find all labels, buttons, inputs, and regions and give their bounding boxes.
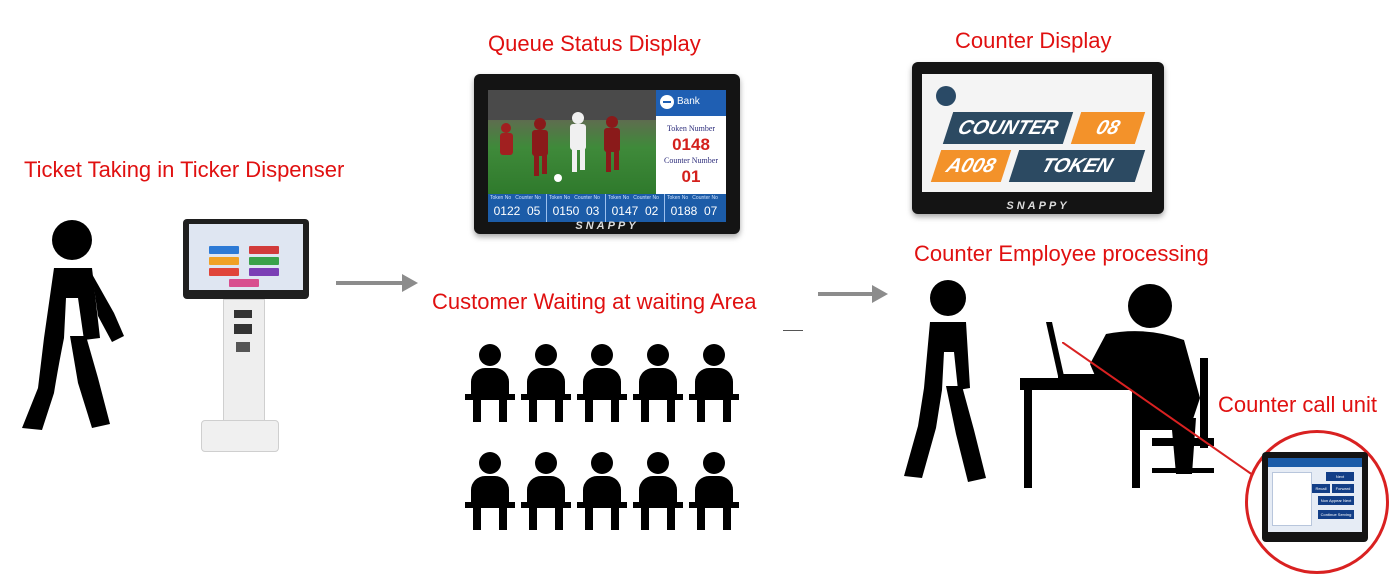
counter-display-monitor: COUNTER 08 A008 TOKEN SNAPPY: [912, 62, 1164, 214]
token-number-label: Token Number: [666, 124, 716, 133]
caption-customer-waiting: Customer Waiting at waiting Area: [432, 289, 757, 314]
kiosk-button[interactable]: [209, 268, 239, 276]
token-value-tile: A008: [930, 150, 1012, 182]
queue-status-screen: Bank Token Number 0148 Counter Number 01…: [488, 90, 726, 222]
call-unit-screen: Next Recall Forward Non Appear Next Cont…: [1268, 458, 1362, 532]
seated-person-icon: [577, 452, 629, 532]
seated-person-icon: [689, 344, 741, 424]
flow-arrow-2: [818, 292, 874, 296]
token-list: Token No Counter No 0122 05 Token No Cou…: [488, 194, 726, 222]
counter-number-label: Counter Number: [664, 156, 718, 165]
kiosk-button[interactable]: [209, 246, 239, 254]
non-appear-next-button[interactable]: Non Appear Next: [1318, 496, 1354, 505]
counter-label-tile: COUNTER: [942, 112, 1074, 144]
token-number-value: 0148: [672, 135, 710, 154]
brand-logo: SNAPPY: [1006, 200, 1070, 212]
caption-counter-display: Counter Display: [955, 28, 1112, 53]
printer-slot: [236, 342, 250, 352]
counter-number-value: 01: [681, 167, 701, 186]
call-unit-header: [1268, 458, 1362, 467]
kiosk-base: [201, 420, 279, 452]
kiosk-button[interactable]: [249, 257, 279, 265]
brand-logo: SNAPPY: [575, 220, 639, 232]
connector-line: [1061, 341, 1262, 482]
continue-serving-button[interactable]: Continue Serving: [1318, 510, 1354, 519]
seated-person-icon: [465, 452, 517, 532]
bank-label: Bank: [677, 96, 700, 107]
counter-display-screen: COUNTER 08 A008 TOKEN: [922, 74, 1152, 192]
counter-value-tile: 08: [1070, 112, 1146, 144]
bank-header: Bank: [656, 90, 726, 116]
token-cell: Token No Counter No 0147 02: [606, 194, 665, 222]
arrow-head-icon: [402, 274, 418, 292]
divider: [783, 330, 803, 331]
seated-person-icon: [465, 344, 517, 424]
card-reader: [234, 324, 252, 334]
kiosk-screen: [183, 219, 309, 299]
caption-queue-status: Queue Status Display: [488, 31, 701, 56]
seated-person-icon: [521, 452, 573, 532]
caption-counter-employee: Counter Employee processing: [914, 241, 1209, 266]
counter-scene: [900, 278, 1220, 490]
flow-arrow-1: [336, 281, 404, 285]
snappy-logo-icon: [936, 86, 956, 106]
seated-person-icon: [633, 344, 685, 424]
token-panel: Bank Token Number 0148 Counter Number 01: [656, 90, 726, 194]
caption-ticket-taking: Ticket Taking in Ticker Dispenser: [24, 157, 345, 182]
serving-token-area: [1272, 472, 1312, 526]
seated-person-icon: [633, 452, 685, 532]
counter-call-unit: Next Recall Forward Non Appear Next Cont…: [1262, 452, 1368, 542]
ticket-slot: [234, 310, 252, 318]
seated-person-icon: [689, 452, 741, 532]
kiosk-display[interactable]: [189, 224, 303, 290]
token-cell: Token No Counter No 0188 07: [667, 195, 718, 218]
kiosk-button[interactable]: [249, 268, 279, 276]
token-label-tile: TOKEN: [1008, 150, 1146, 182]
arrow-head-icon: [872, 285, 888, 303]
token-cell: Token No Counter No 0150 03: [547, 194, 606, 222]
recall-button[interactable]: Recall: [1312, 484, 1330, 493]
seated-person-icon: [577, 344, 629, 424]
kiosk-stand: [223, 299, 265, 427]
bank-logo-icon: [660, 95, 674, 109]
forward-button[interactable]: Forward: [1332, 484, 1354, 493]
queue-status-monitor: Bank Token Number 0148 Counter Number 01…: [474, 74, 740, 234]
kiosk-button[interactable]: [249, 246, 279, 254]
kiosk-button[interactable]: [229, 279, 259, 287]
walking-person-icon: [14, 218, 134, 448]
football-video: [488, 90, 656, 194]
token-cell: Token No Counter No 0122 05: [488, 194, 547, 222]
kiosk-button[interactable]: [209, 257, 239, 265]
next-button[interactable]: Next: [1326, 472, 1354, 481]
seated-person-icon: [521, 344, 573, 424]
caption-counter-call-unit: Counter call unit: [1218, 392, 1377, 417]
